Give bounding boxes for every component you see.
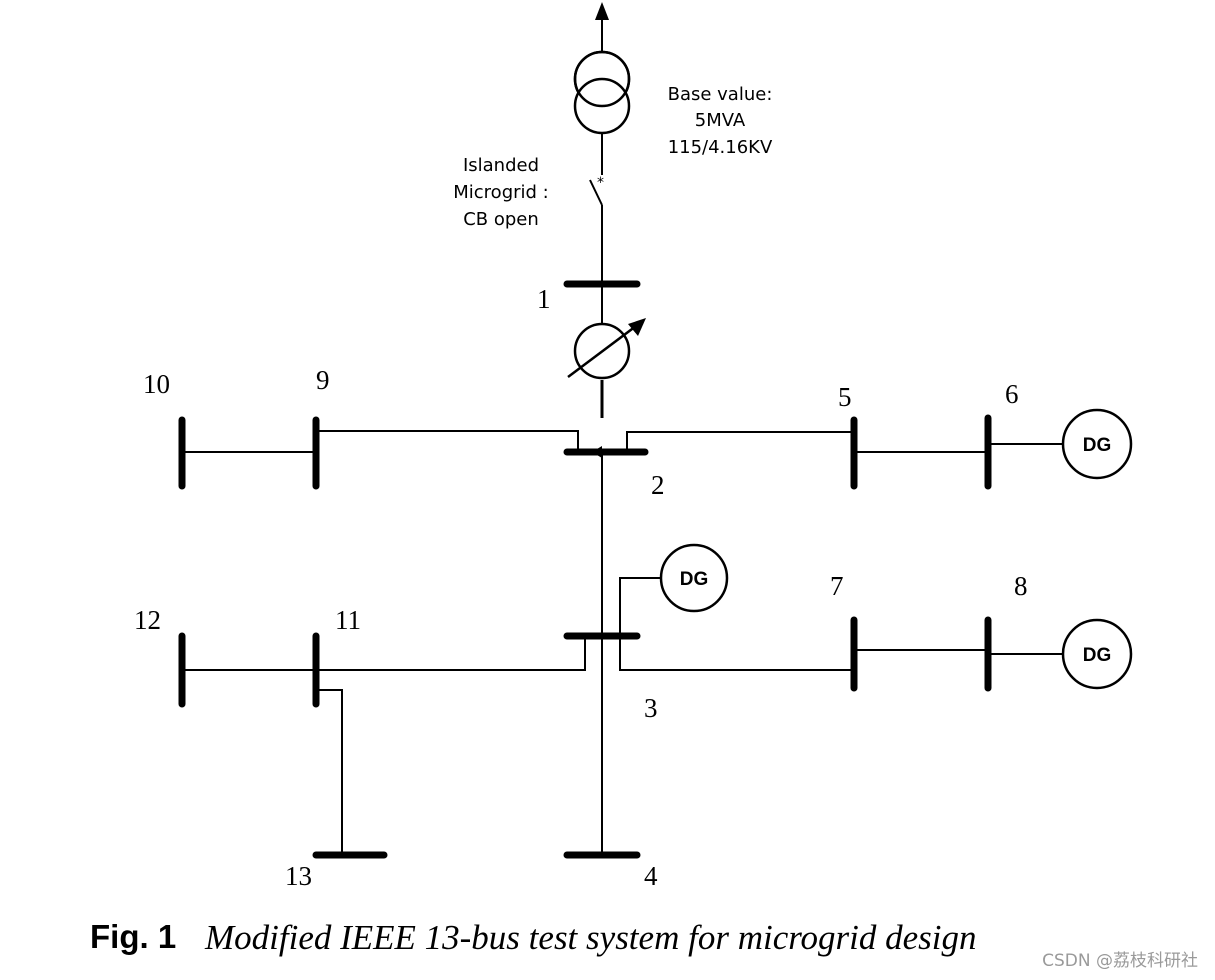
bus-10-label: 10 xyxy=(143,369,170,399)
bus-7-label: 7 xyxy=(830,571,844,601)
bus-5-label: 5 xyxy=(838,382,852,412)
circuit-breaker-open[interactable]: * xyxy=(589,175,604,284)
watermark: CSDN @荔枝科研社 xyxy=(1042,951,1198,971)
island-note-line-3: CB open xyxy=(463,209,539,230)
substation-transformer-symbol xyxy=(573,50,631,135)
dg-unit-bus-6[interactable]: DG xyxy=(1061,408,1133,480)
bus-13-label: 13 xyxy=(285,861,312,891)
bus-3-label: 3 xyxy=(644,693,658,723)
base-value-note: Base value: 5MVA 115/4.16KV xyxy=(668,84,773,158)
bus-12-label: 12 xyxy=(134,605,161,635)
base-value-line-3: 115/4.16KV xyxy=(668,137,773,158)
bus-4-label: 4 xyxy=(644,861,658,891)
figure-label: Fig. 1 xyxy=(90,918,176,955)
dg-unit-bus-3[interactable]: DG xyxy=(659,543,729,613)
figure-caption: Modified IEEE 13-bus test system for mic… xyxy=(204,918,977,957)
dg-unit-bus-8[interactable]: DG xyxy=(1061,618,1133,690)
island-note-line-1: Islanded xyxy=(463,155,539,176)
svg-text:*: * xyxy=(597,175,604,191)
line-11-13 xyxy=(316,689,343,855)
grid-connection-arrow xyxy=(595,2,609,52)
base-value-line-1: Base value: xyxy=(668,84,773,105)
dg-bus-3-label: DG xyxy=(680,569,709,590)
bus2-flow-arrow xyxy=(592,446,602,458)
bus-2-label: 2 xyxy=(651,470,665,500)
bus-11-label: 11 xyxy=(335,605,361,635)
bus-9-label: 9 xyxy=(316,365,330,395)
voltage-regulator-symbol xyxy=(567,318,646,380)
line-3-7 xyxy=(619,636,854,671)
line-3-11 xyxy=(316,636,586,671)
bus-1-label: 1 xyxy=(537,284,551,314)
bus3-dg-line xyxy=(619,577,661,636)
island-note-line-2: Microgrid : xyxy=(453,182,548,203)
base-value-line-2: 5MVA xyxy=(695,110,746,131)
bus-6-label: 6 xyxy=(1005,379,1019,409)
bus-8-label: 8 xyxy=(1014,571,1028,601)
dg-bus-6-label: DG xyxy=(1083,435,1112,456)
line-2-9 xyxy=(316,430,579,452)
dg-bus-8-label: DG xyxy=(1083,645,1112,666)
line-2-5 xyxy=(626,431,854,452)
islanded-microgrid-note: Islanded Microgrid : CB open xyxy=(453,155,548,230)
